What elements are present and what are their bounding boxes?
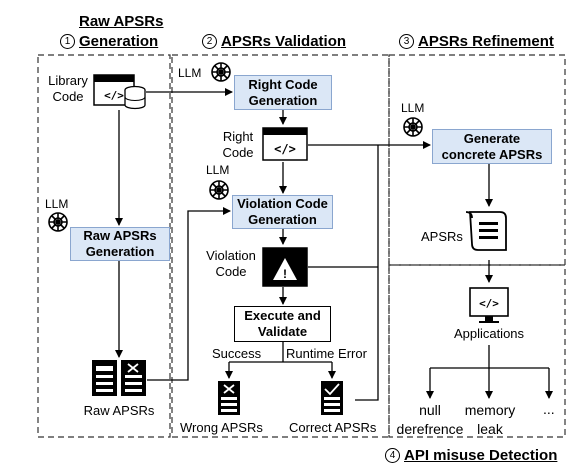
- success-label: Success: [212, 346, 262, 361]
- svg-text:</>: </>: [104, 89, 124, 102]
- wrong-checklist-icon: [218, 381, 240, 415]
- stage-number-badge: 3: [399, 34, 414, 49]
- more-detections-label: ...: [543, 401, 555, 417]
- applications-label: Applications: [453, 326, 525, 341]
- stage1-title: Raw APSRs: [79, 13, 164, 30]
- correct-apsrs-label: Correct APSRs: [289, 420, 377, 435]
- code-window-icon: </>: [262, 127, 308, 161]
- checklist-icon: [92, 360, 117, 396]
- warning-window-icon: !: [262, 247, 308, 287]
- llm-label: LLM: [45, 197, 69, 211]
- runtime-error-label: Runtime Error: [286, 346, 367, 361]
- arrow-rawapsrs-to-violgen: [147, 207, 231, 381]
- stage-number-badge: 1: [60, 34, 75, 49]
- llm-logo-icon: [211, 62, 231, 82]
- stage-number-badge: 2: [202, 34, 217, 49]
- checklist-icon: [121, 360, 146, 396]
- svg-text:</>: </>: [274, 142, 296, 156]
- llm-logo-icon: [209, 180, 229, 200]
- llm-logo-icon: [403, 117, 423, 137]
- monitor-icon: </>: [469, 287, 509, 323]
- stage1-frame: [37, 54, 171, 438]
- wrong-apsrs-label: Wrong APSRs: [180, 420, 263, 435]
- stage-number-badge: 4: [385, 448, 400, 463]
- stage4-frame: [388, 264, 566, 438]
- llm-logo-icon: [48, 212, 68, 232]
- svg-text:</>: </>: [479, 297, 499, 310]
- svg-text:!: !: [283, 267, 287, 281]
- stage3-frame: [388, 54, 566, 266]
- raw-apsrs-label: Raw APSRs: [83, 403, 155, 418]
- llm-label: LLM: [206, 163, 230, 177]
- document-scroll-icon: [465, 211, 507, 251]
- llm-label: LLM: [178, 66, 202, 80]
- line-correct-to-generate: [355, 145, 379, 401]
- database-icon: [124, 85, 146, 110]
- stage2-frame: [171, 54, 390, 438]
- llm-label: LLM: [401, 101, 425, 115]
- apsrs-label: APSRs: [421, 229, 463, 244]
- correct-checklist-icon: [321, 381, 343, 415]
